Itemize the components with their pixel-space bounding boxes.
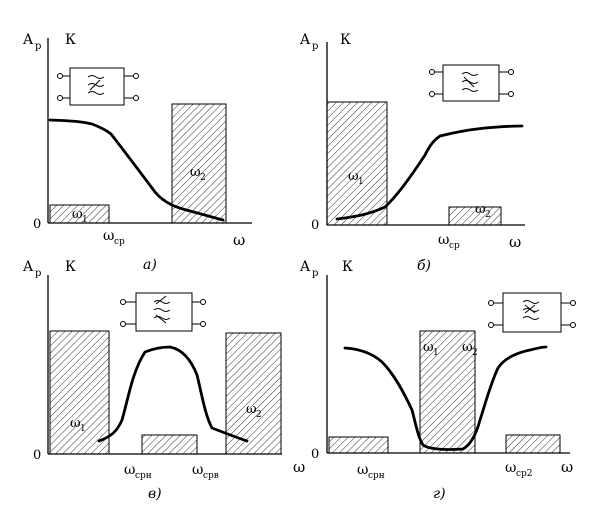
signal-band-center [141,434,198,455]
bar-label-1-sub: 1 [80,424,86,434]
cutoff-tick-label-sub: ср [114,237,125,247]
cutoff-tick-label: ω [103,228,114,244]
upper-cutoff-tick-label: ω [192,462,203,478]
signal-band-2 [448,206,502,226]
upper-cutoff-tick-label: ω [505,460,516,476]
y-axis-label-sub: р [312,41,318,52]
x-axis-label: ω [509,233,521,251]
zero-label: 0 [311,218,319,233]
panel-a: A р К 0 ω 1 ω 2 ω ср ω а) [22,32,252,273]
zero-label: 0 [311,447,319,462]
transfer-curve [335,124,524,221]
k-label: К [65,259,76,275]
transfer-curve [343,345,548,451]
x-axis-label: ω [293,458,305,476]
bar-label-2: ω [462,340,473,355]
transfer-curve [48,118,225,222]
lower-cutoff-tick-label-sub: срн [135,471,152,481]
bar-label-2-sub: 2 [472,348,478,358]
y-axis-label: A [22,32,34,48]
panel-caption: в) [148,486,162,502]
bar-label-1: ω [70,416,81,431]
y-axis-label-sub: р [35,268,41,279]
bar-label-1-sub: 1 [358,177,364,187]
bar-label-2-sub: 2 [485,210,491,220]
panel-caption: б) [417,258,431,274]
panel-b: A р К 0 ω 1 ω 2 ω ср ω б) [299,32,525,274]
signal-band-2 [225,332,282,455]
signal-band-2 [171,103,227,224]
bar-label-1: ω [423,340,434,355]
panel-g: A р К 0 ω 1 ω 2 ω срн ω [299,259,576,502]
bandpass-filter-icon [120,292,206,332]
bar-label-1-sub: 1 [82,215,88,225]
signal-band-1 [49,204,110,224]
y-axis-label: A [22,259,34,275]
y-axis-label-sub: р [35,41,41,52]
bar-label-1: ω [72,207,83,222]
lowpass-filter-icon [57,67,139,106]
signal-band-1 [49,330,110,455]
x-axis-label: ω [233,231,245,249]
signal-band-1 [328,436,389,454]
bar-label-2-sub: 2 [200,173,206,183]
panel-v: A р К 0 ω 1 ω 2 ω срн ω [22,259,305,502]
k-label: К [65,32,76,48]
y-axis-label-sub: р [312,268,318,279]
cutoff-tick-label-sub: ср [449,241,460,251]
k-label: К [342,259,353,275]
bar-label-2-sub: 2 [256,410,262,420]
upper-cutoff-tick-label-sub: ср2 [516,469,533,479]
panel-caption: г) [433,486,446,502]
cutoff-tick-label: ω [438,232,449,248]
lower-cutoff-tick-label: ω [357,462,368,478]
y-axis-label: A [299,259,311,275]
signal-band-2 [505,434,561,454]
panel-caption: а) [143,257,157,273]
y-axis-label: A [299,32,311,48]
zero-label: 0 [33,217,41,232]
lower-cutoff-tick-label: ω [124,462,135,478]
k-label: К [340,32,351,48]
signal-band-1 [326,101,388,226]
bandstop-filter-icon [488,292,576,333]
bar-label-2: ω [190,165,201,180]
transfer-curve [97,345,249,443]
upper-cutoff-tick-label-sub: срв [203,471,219,481]
zero-label: 0 [33,448,41,463]
bar-label-2: ω [475,202,486,217]
x-axis-label: ω [561,458,573,476]
signal-band-center [419,330,476,454]
bar-label-2: ω [246,402,257,417]
highpass-filter-icon [429,64,514,102]
lower-cutoff-tick-label-sub: срн [368,471,385,481]
bar-label-1-sub: 1 [433,348,439,358]
bar-label-1: ω [348,169,359,184]
